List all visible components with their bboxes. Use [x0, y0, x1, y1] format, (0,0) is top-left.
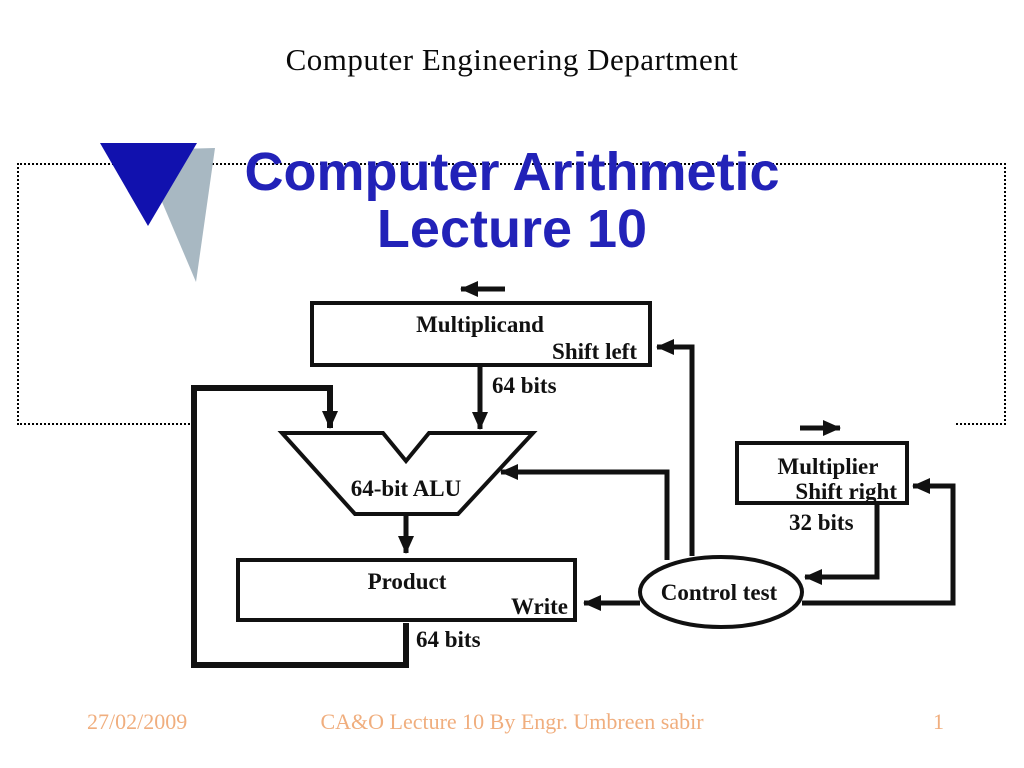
- multiplier-label: Multiplier: [778, 454, 879, 479]
- multiplicand-label: Multiplicand: [416, 312, 544, 337]
- multiplicand-bits-label: 64 bits: [492, 373, 557, 398]
- alu-unit-shape: [277, 431, 538, 516]
- product-register-box: [236, 558, 577, 622]
- wire-control-to-alu: [500, 464, 670, 560]
- alu-label: 64-bit ALU: [351, 476, 462, 501]
- product-label: Product: [368, 569, 447, 594]
- slide-title: Computer Arithmetic Lecture 10: [0, 144, 1024, 258]
- footer-caption: CA&O Lecture 10 By Engr. Umbreen sabir: [320, 709, 704, 734]
- header-title: Computer Engineering Department: [285, 42, 739, 77]
- multiplier-register-box: [735, 441, 909, 505]
- bullet-triangle-icon: [100, 143, 215, 282]
- multiplier-bits-label: 32 bits: [789, 510, 854, 535]
- wire-product-loop-to-alu: [191, 385, 409, 668]
- product-bits-label: 64 bits: [416, 627, 481, 652]
- wire-control-shift-right: [802, 478, 956, 606]
- bullet-triangle-shape: [100, 143, 197, 226]
- multiplier-shift-right-label: Shift right: [795, 479, 897, 504]
- control-test-label: Control test: [661, 580, 778, 605]
- footer-page-number: 1: [933, 709, 944, 734]
- wire-control-shift-left: [656, 339, 695, 556]
- wire-multiplier-to-control: [804, 505, 880, 585]
- footer-date: 27/02/2009: [87, 709, 188, 734]
- multiplicand-register-box: [310, 301, 652, 367]
- slide-title-line2: Lecture 10: [376, 199, 648, 259]
- control-test-ellipse: [638, 555, 804, 629]
- multiplicand-shift-left-label: Shift left: [552, 339, 637, 364]
- slide-title-line1: Computer Arithmetic: [244, 142, 780, 202]
- product-write-label: Write: [511, 594, 568, 619]
